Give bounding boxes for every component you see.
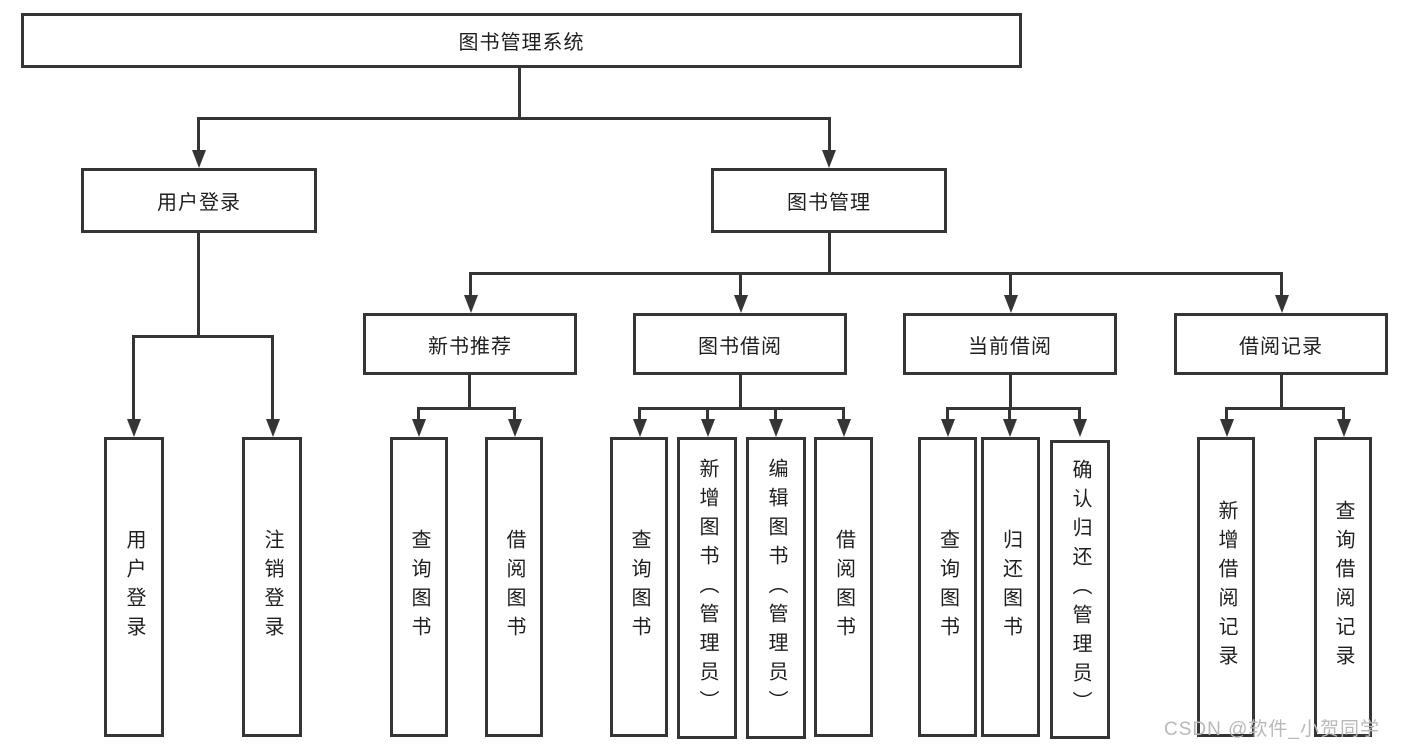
leaf-user-login-label: 用户登录 [123, 529, 145, 645]
connector-line [132, 335, 135, 421]
arrowhead-down-icon [192, 150, 206, 168]
leaf-records-add-record-label: 新增借阅记录 [1215, 500, 1237, 674]
leaf-borrow-add-books-admin-label: 新增图书（管理员） [696, 457, 718, 719]
watermark: CSDN @软件_小贺同学 [1164, 719, 1380, 740]
node-root-library-system: 图书管理系统 [21, 13, 1022, 68]
leaf-logout: 注销登录 [242, 437, 302, 737]
connector-line [197, 117, 831, 120]
arrowhead-down-icon [127, 419, 141, 437]
leaf-newrec-borrow-books-label: 借阅图书 [503, 529, 525, 645]
leaf-borrow-borrow-books-label: 借阅图书 [832, 529, 855, 645]
connector-line [197, 233, 200, 337]
leaf-current-confirm-return-admin: 确认归还（管理员） [1050, 440, 1110, 739]
arrowhead-down-icon [508, 419, 522, 437]
node-borrowing-records: 借阅记录 [1174, 313, 1388, 375]
leaf-records-query-record: 查询借阅记录 [1314, 437, 1372, 737]
node-root-label: 图书管理系统 [458, 32, 585, 54]
connector-line [197, 117, 200, 152]
leaf-records-add-record: 新增借阅记录 [1197, 437, 1255, 737]
node-user-login-label: 用户登录 [157, 192, 241, 214]
leaf-current-query-books: 查询图书 [918, 437, 977, 737]
leaf-borrow-add-books-admin: 新增图书（管理员） [677, 437, 737, 739]
arrowhead-down-icon [412, 419, 426, 437]
connector-line [1225, 407, 1345, 410]
connector-line [774, 407, 777, 423]
leaf-user-login: 用户登录 [104, 437, 164, 737]
arrowhead-down-icon [734, 295, 748, 313]
leaf-newrec-query-books: 查询图书 [390, 437, 448, 737]
arrowhead-down-icon [1337, 419, 1351, 437]
node-current-borrowing-label: 当前借阅 [968, 335, 1052, 358]
arrowhead-down-icon [701, 419, 715, 437]
arrowhead-down-icon [769, 419, 783, 437]
connector-line [1009, 375, 1012, 409]
connector-line [828, 233, 831, 274]
connector-line [638, 407, 845, 410]
connector-line [706, 407, 709, 423]
arrowhead-down-icon [1003, 419, 1017, 437]
arrowhead-down-icon [941, 419, 955, 437]
node-book-borrowing-label: 图书借阅 [698, 335, 782, 358]
leaf-current-query-books-label: 查询图书 [936, 529, 959, 645]
connector-line [1078, 407, 1081, 423]
connector-line [468, 375, 471, 409]
connector-line [513, 407, 516, 423]
connector-line [1280, 272, 1283, 298]
connector-line [842, 407, 845, 423]
node-new-book-recommendation: 新书推荐 [363, 313, 577, 375]
connector-line [638, 407, 641, 423]
arrowhead-down-icon [633, 419, 647, 437]
connector-line [132, 335, 274, 338]
connector-line [946, 407, 949, 423]
arrowhead-down-icon [822, 150, 836, 168]
arrowhead-down-icon [1073, 419, 1087, 437]
leaf-current-return-books: 归还图书 [981, 437, 1040, 737]
connector-line [1280, 375, 1283, 409]
leaf-borrow-edit-books-admin: 编辑图书（管理员） [746, 437, 806, 739]
connector-line [1342, 407, 1345, 423]
connector-line [946, 407, 1081, 410]
node-borrowing-records-label: 借阅记录 [1239, 335, 1323, 358]
node-user-login: 用户登录 [81, 168, 317, 233]
connector-line [828, 117, 831, 152]
leaf-newrec-query-books-label: 查询图书 [408, 529, 430, 645]
node-book-borrowing: 图书借阅 [633, 313, 847, 375]
arrowhead-down-icon [464, 295, 478, 313]
leaf-newrec-borrow-books: 借阅图书 [485, 437, 543, 737]
arrowhead-down-icon [1004, 295, 1018, 313]
leaf-logout-label: 注销登录 [261, 529, 283, 645]
node-current-borrowing: 当前借阅 [903, 313, 1117, 375]
connector-line [1008, 407, 1011, 423]
leaf-borrow-query-books-label: 查询图书 [628, 529, 650, 645]
connector-line [518, 68, 521, 120]
arrowhead-down-icon [1220, 419, 1234, 437]
leaf-records-query-record-label: 查询借阅记录 [1332, 500, 1354, 674]
arrowhead-down-icon [266, 419, 280, 437]
arrowhead-down-icon [1275, 295, 1289, 313]
leaf-current-return-books-label: 归还图书 [999, 529, 1022, 645]
connector-line [469, 272, 472, 298]
node-book-management: 图书管理 [711, 168, 947, 233]
connector-line [1009, 272, 1012, 298]
connector-line [271, 335, 274, 421]
node-book-management-label: 图书管理 [787, 192, 871, 214]
leaf-borrow-edit-books-admin-label: 编辑图书（管理员） [765, 457, 787, 719]
node-new-book-recommendation-label: 新书推荐 [428, 335, 512, 358]
leaf-borrow-query-books: 查询图书 [610, 437, 668, 737]
connector-line [417, 407, 420, 423]
arrowhead-down-icon [837, 419, 851, 437]
connector-line [739, 375, 742, 409]
connector-line [739, 272, 742, 298]
connector-line [417, 407, 516, 410]
leaf-borrow-borrow-books: 借阅图书 [814, 437, 873, 737]
connector-line [1225, 407, 1228, 423]
connector-line [469, 272, 1283, 275]
leaf-current-confirm-return-admin-label: 确认归还（管理员） [1069, 459, 1091, 720]
